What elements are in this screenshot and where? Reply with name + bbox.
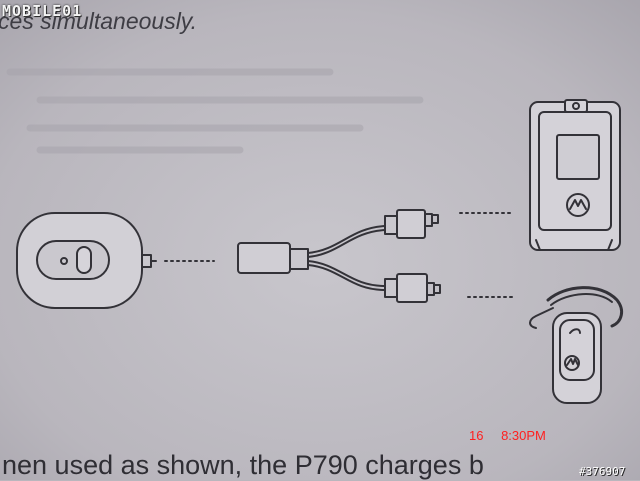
- motorola-logo-icon: [566, 193, 590, 217]
- watermark-brand-logo: MOBILE01: [2, 2, 83, 20]
- watermark-id: #376907: [579, 465, 626, 478]
- camera-timestamp: 16 8:30PM: [469, 428, 546, 443]
- show-through-text: [6, 68, 424, 154]
- y-splitter-cable: [237, 209, 441, 303]
- flip-phone: [529, 99, 621, 251]
- manual-top-text: ces simultaneously.: [0, 8, 197, 34]
- bluetooth-headset: [529, 286, 624, 404]
- headset-logo-icon: [564, 355, 580, 371]
- charger-pod: [16, 212, 157, 309]
- manual-bottom-text: nen used as shown, the P790 charges b: [2, 450, 484, 480]
